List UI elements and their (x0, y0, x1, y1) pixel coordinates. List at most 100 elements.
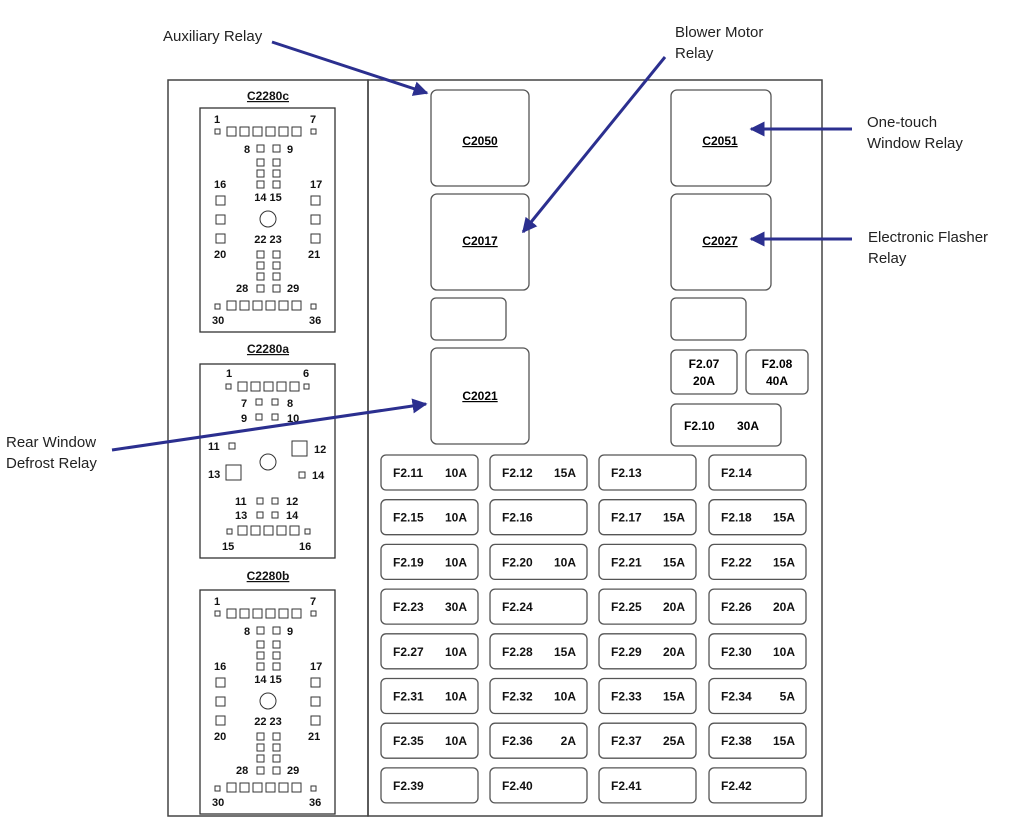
c2280b-pin (256, 766, 265, 775)
c2280b-pin (272, 754, 281, 763)
fuse-f2-32-amp: 10A (554, 690, 576, 704)
fuse-f2-35-name: F2.35 (393, 734, 424, 748)
c2280c-pin (256, 144, 265, 153)
fuse-f2-15-name: F2.15 (393, 511, 424, 525)
c2280c-pin-22-23: 22 23 (254, 234, 282, 246)
c2280c-pin-17: 17 (310, 179, 322, 191)
c2280b-pin-16: 16 (214, 661, 226, 673)
fuse-f2-36-body (489, 722, 588, 759)
fuse-f2-30: F2.30 10A (708, 633, 807, 670)
fuse-f2-30-amp: 10A (773, 645, 795, 659)
fuse-f2-30-name: F2.30 (721, 645, 752, 659)
c2280b-center-hole (259, 692, 277, 710)
relay-c2027: C2027 (670, 193, 772, 291)
c2280a-pin-13: 13 (208, 469, 220, 481)
fuse-f2-20-name: F2.20 (502, 555, 533, 569)
c2280a-pin-14: 14 (312, 470, 325, 482)
relay-small-right (670, 297, 747, 341)
fuse-f2-15-body (380, 499, 479, 536)
c2280a-pin-15: 15 (222, 541, 234, 553)
c2280b-pin (310, 677, 321, 688)
fuse-f2-14-body (708, 454, 807, 491)
relay-c2050: C2050 (430, 89, 530, 187)
c2280b-pin-sq (265, 782, 276, 793)
c2280c-pin-20: 20 (214, 249, 226, 261)
c2280a-pin (256, 497, 264, 505)
fuse-f2-19-amp: 10A (445, 555, 467, 569)
fuse-f2-16-name: F2.16 (502, 511, 533, 525)
c2280a-title: C2280a (247, 342, 289, 356)
c2280a-pin-13b: 13 (235, 510, 247, 522)
c2280c-center-hole (259, 210, 277, 228)
c2280b-pin-9: 9 (287, 626, 293, 638)
fuse-f2-24-name: F2.24 (502, 600, 533, 614)
c2280b-pin-sq (252, 608, 263, 619)
c2280c-pin-14-15: 14 15 (254, 192, 282, 204)
fuse-f2-27-name: F2.27 (393, 645, 424, 659)
c2280b-pin-sq (291, 608, 302, 619)
c2280b-pin (256, 640, 265, 649)
callout-rear-window-defrost-relay: Rear Window Defrost Relay (6, 432, 97, 474)
c2280a-pin (298, 471, 306, 479)
fuse-f2-42-name: F2.42 (721, 779, 752, 793)
fuse-f2-11-amp: 10A (445, 466, 467, 480)
relay-c2021-label: C2021 (462, 389, 498, 403)
fuse-f2-28-name: F2.28 (502, 645, 533, 659)
c2280b-pin-sq (278, 782, 289, 793)
c2280c-pin-36: 36 (309, 315, 321, 327)
c2280c-pin (256, 250, 265, 259)
c2280a-pin-large (225, 464, 242, 481)
relay-c2017: C2017 (430, 193, 530, 291)
c2280a-pin-sq (250, 381, 261, 392)
c2280c-pin-16: 16 (214, 179, 226, 191)
fuse-f2-29-body (598, 633, 697, 670)
fuse-f2-18-name: F2.18 (721, 511, 752, 525)
fuse-f2-33-name: F2.33 (611, 690, 642, 704)
fuse-f2-38-amp: 15A (773, 734, 795, 748)
fuse-f2-41-name: F2.41 (611, 779, 642, 793)
callout-one-touch-window-relay-line1: One-touch (867, 114, 938, 131)
fuse-f2-39: F2.39 (380, 767, 479, 804)
fuse-f2-25-amp: 20A (663, 600, 685, 614)
fuse-f2-40-body (489, 767, 588, 804)
callout-one-touch-window-relay: One-touch Window Relay (867, 112, 963, 154)
fuse-f2-14-name: F2.14 (721, 466, 752, 480)
c2280c-pin (310, 195, 321, 206)
c2280b-pin-21: 21 (308, 731, 320, 743)
fuse-f2-35-body (380, 722, 479, 759)
fuse-f2-23-body (380, 588, 479, 625)
c2280b-pin (215, 677, 226, 688)
c2280a-pin-9: 9 (241, 413, 247, 425)
fuse-f2-15-amp: 10A (445, 511, 467, 525)
relay-c2050-label: C2050 (462, 134, 498, 148)
fuse-f2-18-body (708, 499, 807, 536)
c2280a-pin-12: 12 (314, 444, 326, 456)
c2280c-pin (215, 195, 226, 206)
c2280b-pin-sq (265, 608, 276, 619)
fuse-f2-16: F2.16 (489, 499, 588, 536)
c2280c-pin-9: 9 (287, 144, 293, 156)
fuse-f2-42: F2.42 (708, 767, 807, 804)
fuse-f2-37-body (598, 722, 697, 759)
c2280a-pin-11: 11 (208, 441, 220, 453)
c2280b-pin-22-23: 22 23 (254, 716, 282, 728)
fuse-f2-10: F2.10 30A (670, 403, 782, 447)
c2280a-pin-sq (276, 525, 287, 536)
fuse-f2-21-body (598, 543, 697, 581)
c2280a-pin (271, 511, 279, 519)
c2280c-pin-8: 8 (244, 144, 250, 156)
fuse-f2-28-amp: 15A (554, 645, 576, 659)
c2280b-pin-small (310, 610, 317, 617)
c2280c-housing (199, 107, 336, 333)
c2280b-pin (215, 715, 226, 726)
fuse-f2-37-name: F2.37 (611, 734, 642, 748)
fuse-f2-13-name: F2.13 (611, 466, 642, 480)
c2280a-pin (271, 497, 279, 505)
